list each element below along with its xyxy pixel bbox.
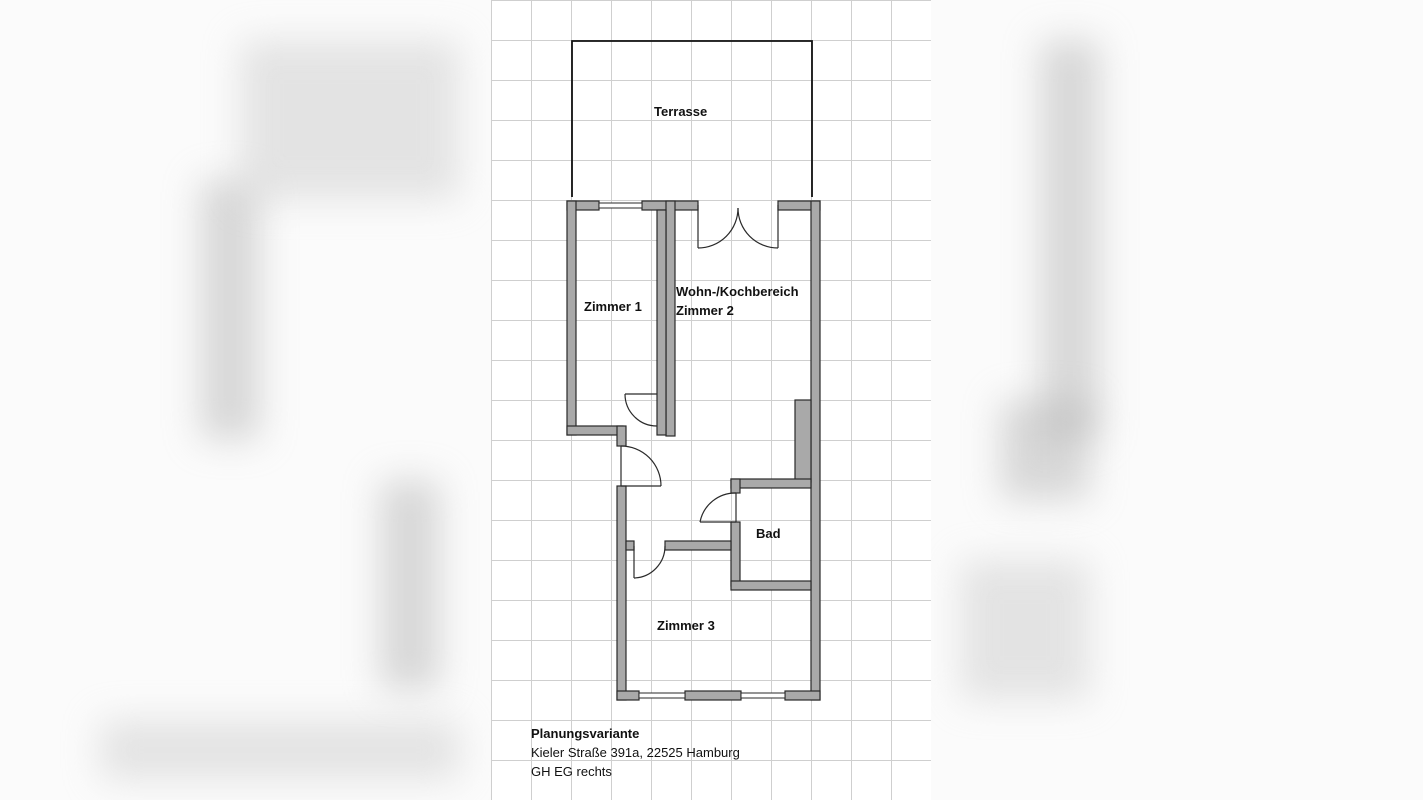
door-swing — [624, 393, 658, 427]
wall — [616, 485, 627, 701]
ghost-shape — [960, 560, 1090, 700]
wall — [784, 690, 821, 701]
plan-caption: Planungsvariante Kieler Straße 391a, 225… — [531, 724, 740, 781]
door-swing — [699, 492, 737, 523]
wall — [656, 209, 667, 436]
wall — [730, 478, 812, 489]
wall — [684, 690, 742, 701]
wall — [794, 399, 812, 483]
wall — [730, 478, 741, 494]
window — [598, 202, 643, 209]
ghost-shape — [1000, 400, 1090, 500]
wall — [810, 200, 821, 701]
room-label-zimmer-2: Zimmer 2 — [676, 303, 734, 318]
floor-plan — [566, 40, 821, 701]
wall — [616, 425, 627, 447]
caption-line-2: Kieler Straße 391a, 22525 Hamburg — [531, 745, 740, 760]
floor-plan-sheet: Terrasse Zimmer 1 Wohn-/Kochbereich Zimm… — [491, 0, 931, 800]
ghost-shape — [240, 40, 460, 200]
wall — [625, 540, 635, 551]
wall — [665, 200, 676, 437]
ghost-shape — [100, 720, 460, 780]
caption-line-3: GH EG rechts — [531, 764, 612, 779]
room-label-living-kitchen: Wohn-/Kochbereich — [676, 284, 799, 299]
door-swing — [737, 207, 779, 249]
room-label-bath: Bad — [756, 526, 781, 541]
room-label-zimmer-1: Zimmer 1 — [584, 299, 642, 314]
ghost-shape — [1040, 40, 1100, 440]
door-swing — [697, 207, 739, 249]
wall — [730, 580, 812, 591]
wall — [616, 690, 640, 701]
window — [638, 692, 686, 699]
window — [740, 692, 786, 699]
door-swing — [620, 445, 662, 487]
wall — [566, 200, 577, 436]
ghost-shape — [200, 180, 260, 440]
room-label-zimmer-3: Zimmer 3 — [657, 618, 715, 633]
wall — [664, 540, 732, 551]
wall — [566, 425, 624, 436]
caption-line-1: Planungsvariante — [531, 726, 640, 741]
ghost-shape — [380, 480, 440, 690]
room-label-terrace: Terrasse — [654, 104, 708, 119]
door-swing — [633, 545, 666, 579]
wall — [730, 521, 741, 587]
terrace-outline — [571, 40, 813, 197]
